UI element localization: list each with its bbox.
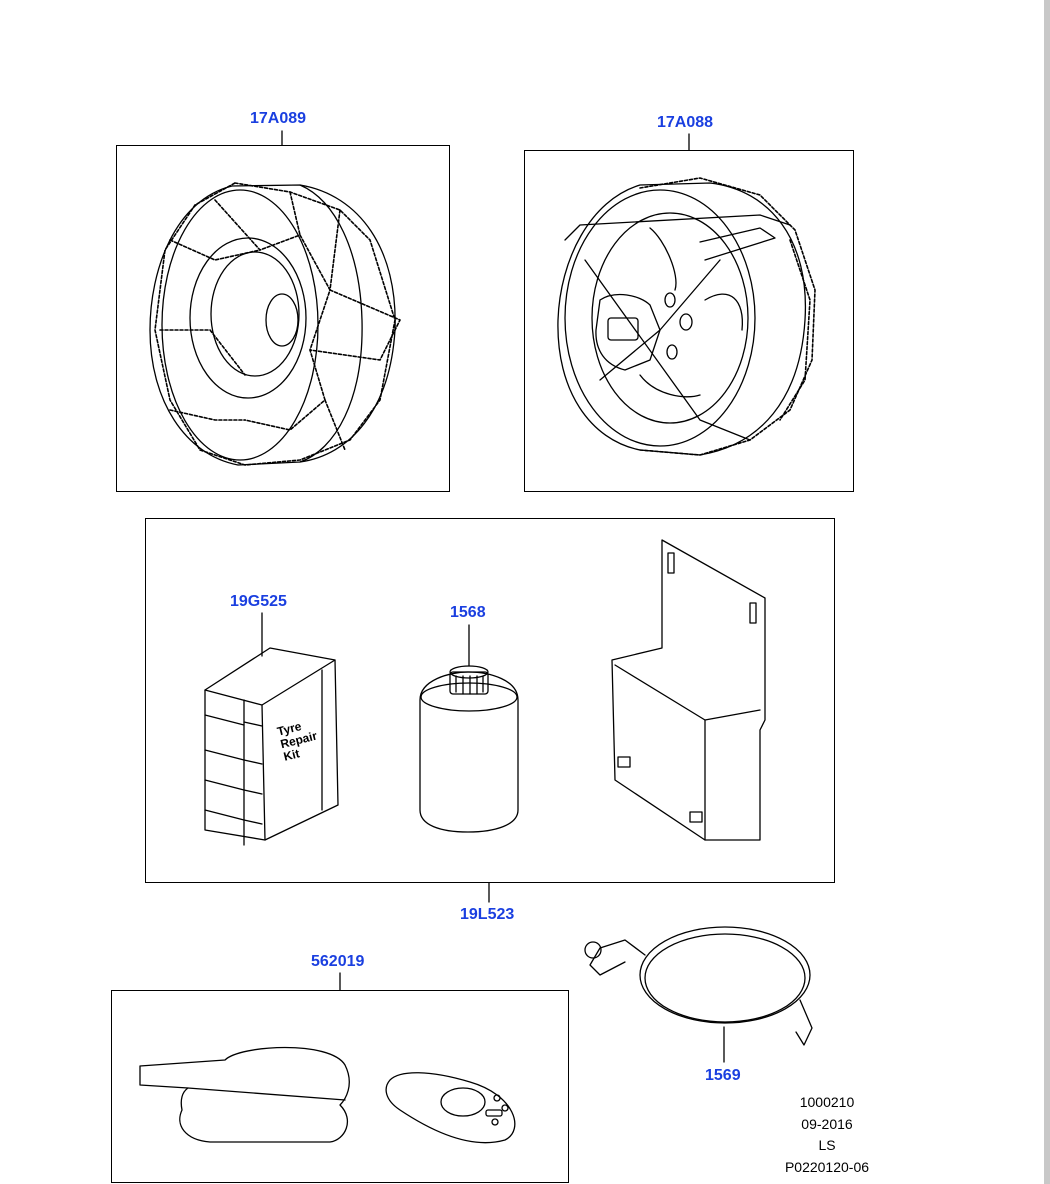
mounting-bracket-drawing xyxy=(612,540,765,840)
repair-kit-box-drawing xyxy=(205,648,338,845)
repair-kit-frame xyxy=(145,518,835,883)
snow-chain-frame xyxy=(116,145,450,492)
callout-19L523[interactable]: 19L523 xyxy=(460,906,515,923)
sealant-bottle-drawing xyxy=(420,666,518,832)
meta-line-1: 1000210 xyxy=(799,1094,855,1110)
callout-1568[interactable]: 1568 xyxy=(450,604,486,621)
callout-1569[interactable]: 1569 xyxy=(705,1067,741,1084)
meta-line-4: P0220120-06 xyxy=(784,1158,870,1175)
inflator-hose-drawing xyxy=(585,927,812,1045)
callout-562019[interactable]: 562019 xyxy=(311,953,365,970)
vertical-scrollbar[interactable] xyxy=(1044,0,1050,1184)
meta-line-3: LS xyxy=(818,1137,836,1153)
callout-17A089[interactable]: 17A089 xyxy=(250,110,307,127)
meta-line-2: 09-2016 xyxy=(801,1115,853,1132)
inflator-drawing xyxy=(140,1048,515,1143)
snow-sock-wheel-drawing xyxy=(558,178,815,455)
metadata-block: 1000210 09-2016 LS P0220120-06 xyxy=(767,1092,887,1178)
scrollbar-thumb[interactable] xyxy=(1044,0,1050,1184)
callout-19G525[interactable]: 19G525 xyxy=(230,593,287,610)
snow-chain-tyre-drawing xyxy=(150,183,400,465)
callout-17A088[interactable]: 17A088 xyxy=(657,114,714,131)
